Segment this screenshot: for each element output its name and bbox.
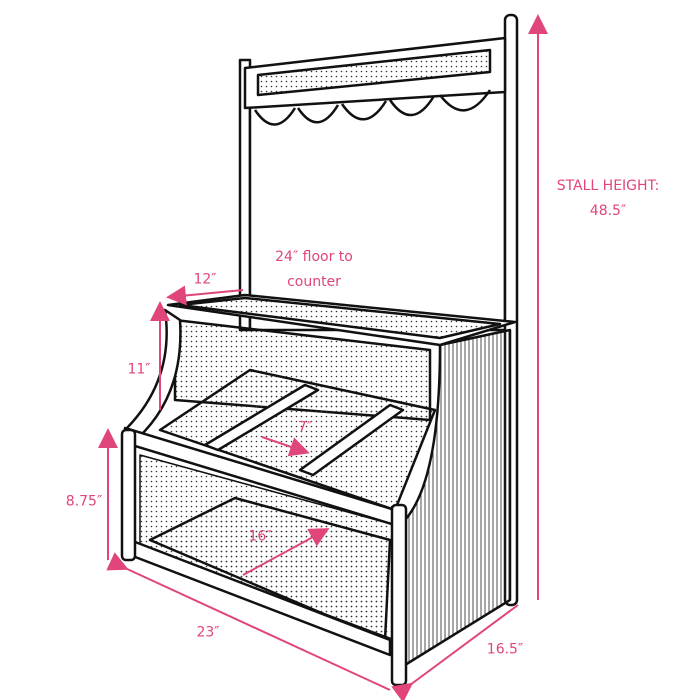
- side-depth-arrow: [391, 604, 519, 700]
- divider-width-label: 7″: [297, 419, 313, 436]
- stall-height-value: 48.5″: [589, 203, 627, 219]
- lower-shelf-height-label: 8.75″: [65, 493, 103, 510]
- dimension-arrows: [98, 14, 548, 700]
- stall-frame: [120, 13, 519, 687]
- bottom-depth-label: 16″: [248, 528, 272, 545]
- counter-depth-label: 12″: [193, 271, 217, 288]
- upper-shelf-height-label: 11″: [127, 361, 151, 378]
- floor-to-counter-label: 24″ floor to counter: [275, 245, 353, 295]
- floor-to-counter-line2: counter: [287, 274, 341, 290]
- stall-height-label: STALL HEIGHT: 48.5″: [557, 174, 660, 224]
- divider-arrow: [261, 436, 310, 457]
- stall-height-title: STALL HEIGHT:: [556, 178, 660, 194]
- floor-to-counter-line1: 24″ floor to: [275, 249, 353, 265]
- counter-depth-arrow: [166, 285, 244, 306]
- side-depth-label: 16.5″: [486, 641, 524, 658]
- width-arrow: [106, 552, 391, 691]
- bottom-depth-arrow: [242, 528, 330, 576]
- width-label: 23″: [196, 624, 220, 641]
